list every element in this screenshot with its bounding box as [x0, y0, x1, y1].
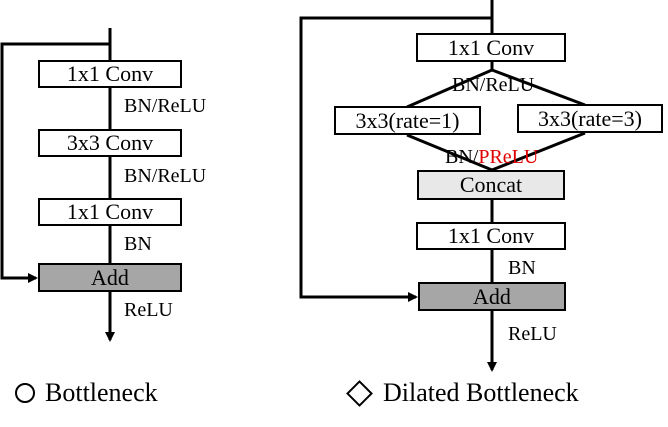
bottleneck-conv2-box: 3x3 Conv — [38, 129, 182, 157]
bn-text: BN/ — [445, 146, 479, 168]
bottleneck-conv3-box: 1x1 Conv — [38, 198, 182, 226]
bottleneck-relu-label: ReLU — [124, 299, 173, 321]
bottleneck-legend: Bottleneck — [15, 380, 158, 406]
bottleneck-skip-connection — [0, 42, 110, 283]
bottleneck-add-box: Add — [38, 263, 182, 292]
dilated-conv2-box: 1x1 Conv — [416, 222, 566, 250]
dilated-branch-rate1-box: 3x3(rate=1) — [334, 106, 481, 135]
dilated-skip-connection — [299, 16, 492, 302]
merge-right-line — [491, 131, 586, 172]
dilated-bnrelu-label: BN/ReLU — [452, 74, 535, 96]
dilated-bn-label: BN — [508, 257, 536, 279]
dilated-legend: Dilated Bottleneck — [346, 378, 579, 407]
merge-left-line — [406, 133, 493, 172]
circle-icon — [15, 383, 35, 403]
bottleneck-bnrelu1-label: BN/ReLU — [124, 95, 207, 117]
dilated-add-box: Add — [418, 282, 566, 311]
prelu-text: PReLU — [478, 146, 539, 168]
split-right-line — [491, 68, 586, 107]
dilated-legend-text: Dilated Bottleneck — [383, 378, 579, 407]
dilated-concat-box: Concat — [417, 170, 565, 200]
diamond-icon — [346, 379, 373, 407]
split-left-line — [406, 68, 493, 109]
dilated-conv1-box: 1x1 Conv — [416, 33, 566, 62]
dilated-bn-prelu-label: BN/PReLU — [445, 147, 538, 167]
bottleneck-bnrelu2-label: BN/ReLU — [124, 165, 207, 187]
dilated-branch-rate3-box: 3x3(rate=3) — [517, 104, 663, 133]
dilated-relu-label: ReLU — [508, 323, 557, 345]
bottleneck-legend-text: Bottleneck — [45, 378, 158, 407]
bottleneck-conv1-box: 1x1 Conv — [38, 60, 182, 88]
bottleneck-bn-label: BN — [124, 233, 152, 255]
